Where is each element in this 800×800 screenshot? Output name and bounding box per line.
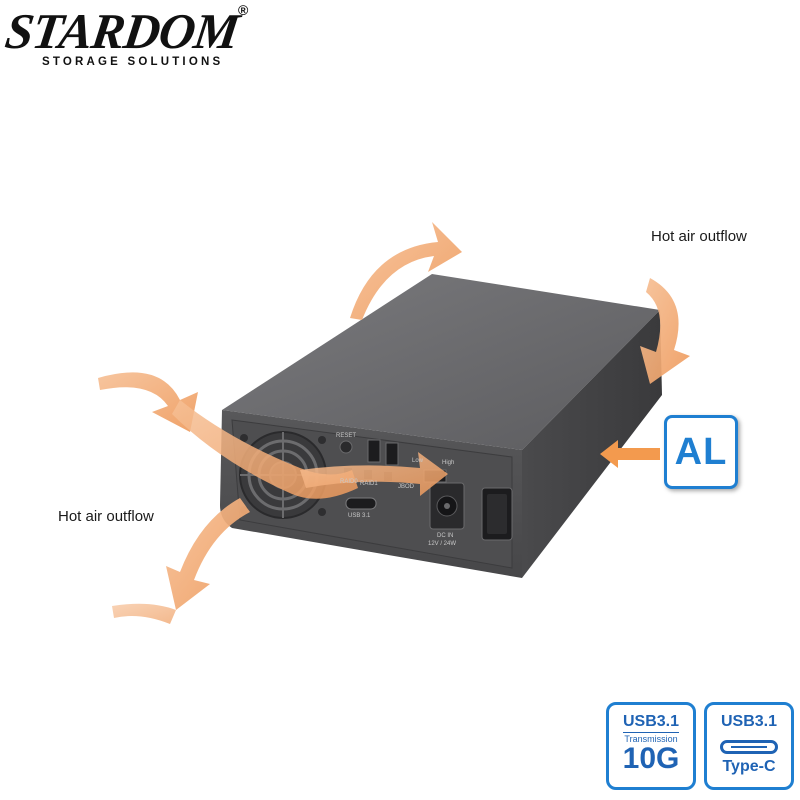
brand-logo: STARDOM ® STORAGE SOLUTIONS	[2, 0, 256, 75]
usb-type-c-title: USB3.1	[720, 713, 778, 730]
caption-hot-air-top: Hot air outflow	[651, 228, 747, 245]
reset-button	[339, 440, 353, 454]
registered-mark: ®	[238, 2, 249, 18]
raid-switch-1	[367, 439, 381, 463]
label-raid1: RAID1	[360, 481, 378, 487]
label-jbod: JBOD	[398, 484, 415, 490]
enclosure-side	[522, 310, 662, 578]
usb-10g-value: 10G	[622, 742, 680, 775]
label-fan-high: High	[442, 460, 455, 466]
airflow-arrow-icon	[300, 452, 448, 496]
raid-switch-2	[385, 442, 399, 466]
usb-type-c-badge: USB3.1 Type-C	[704, 702, 794, 790]
airflow-arrow-icon	[112, 603, 176, 624]
airflow-arrow-icon	[98, 372, 198, 432]
label-fan-low: Low	[412, 458, 424, 464]
caption-hot-air-left: Hot air outflow	[58, 508, 154, 525]
label-reset: RESET	[336, 433, 357, 439]
label-dc-rating: 12V / 24W	[428, 541, 457, 547]
usb-10g-title: USB3.1	[622, 713, 680, 730]
usb-type-c-port-icon	[720, 740, 778, 754]
airflow-arrow-icon	[640, 278, 690, 384]
enclosure-top	[222, 274, 660, 450]
aluminum-badge-text: AL	[674, 430, 728, 473]
usb-type-c-port-icon	[345, 497, 377, 510]
usb-10g-subtitle: Transmission	[623, 732, 679, 744]
usb-10g-badge: USB3.1 Transmission 10G	[606, 702, 696, 790]
aluminum-badge: AL	[664, 415, 738, 489]
airflow-arrow-icon	[600, 440, 660, 468]
airflow-arrow-icon	[350, 222, 462, 320]
airflow-arrow-icon	[166, 498, 250, 610]
label-usb-port: USB 3.1	[348, 513, 371, 519]
usb-type-c-label: Type-C	[722, 758, 776, 775]
label-raid0: RAID0	[340, 479, 358, 485]
brand-tagline: STORAGE SOLUTIONS	[42, 56, 224, 68]
label-dc-in: DC IN	[437, 533, 454, 539]
